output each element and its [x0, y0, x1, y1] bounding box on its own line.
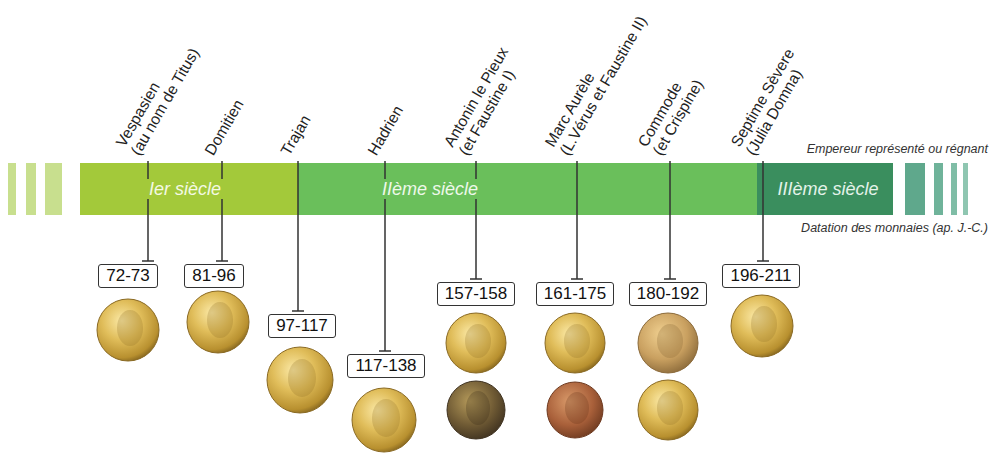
coin: [547, 382, 603, 438]
century-band: [757, 163, 893, 215]
coin-face: [352, 388, 416, 452]
century-label: Ier siècle: [147, 179, 223, 200]
date-box: 72-73: [98, 264, 157, 288]
coin: [731, 295, 793, 357]
coin-face: [731, 295, 793, 357]
coin-portrait: [564, 324, 590, 358]
date-box: 81-96: [184, 264, 243, 288]
century-band: Ier siècle: [80, 163, 298, 215]
century-band: [80, 163, 298, 215]
band-stripe: [8, 163, 16, 215]
coin: [447, 381, 505, 439]
coin-face: [638, 380, 698, 440]
leader-line: [216, 161, 228, 261]
coin-face: [447, 381, 505, 439]
emperor-label: Trajan: [277, 112, 313, 158]
emperor-label-group: Commode(et Crispine): [634, 68, 706, 158]
band-stripe: [963, 163, 968, 215]
century-band: [298, 163, 757, 215]
date-label: 157-158: [445, 284, 507, 304]
emperor-label-group: Hadrien: [364, 103, 406, 159]
band-stripe: [905, 163, 925, 215]
coin-portrait: [657, 324, 683, 358]
coin-face: [97, 299, 159, 361]
leader-line: [664, 161, 676, 279]
leader-line: [571, 161, 583, 279]
coin-portrait: [117, 310, 143, 346]
coin-portrait: [565, 392, 589, 424]
band-stripe: [45, 163, 62, 215]
coin: [545, 313, 605, 373]
emperor-label: Domitien: [201, 97, 246, 158]
coin-face: [446, 313, 506, 373]
century-band: IIème siècle: [298, 163, 757, 215]
coin: [638, 380, 698, 440]
coin-face: [267, 347, 333, 413]
century-band: IIIème siècle: [757, 163, 893, 215]
coin-portrait: [751, 306, 777, 342]
coin-portrait: [288, 359, 316, 397]
coin-portrait: [372, 399, 400, 437]
emperor-label-group: Septime Sèvere(Julia Domna): [727, 46, 812, 159]
coin: [97, 299, 159, 361]
coin-face: [187, 291, 249, 353]
emperor-label-group: Marc Aurèle(L.Vérus et Faustine II): [541, 5, 649, 159]
coin-portrait: [465, 324, 491, 358]
date-box: 97-117: [268, 314, 336, 338]
emperor-label-group: Trajan: [277, 112, 313, 158]
emperor-label-group: Vespasien(au nom de Titus): [112, 37, 202, 158]
century-label: IIIème siècle: [775, 179, 880, 200]
coin-face: [547, 382, 603, 438]
coin: [446, 313, 506, 373]
coin-face: [638, 313, 698, 373]
axis-note: Empereur représenté ou régnant: [807, 142, 988, 157]
date-box: 196-211: [722, 264, 799, 288]
date-label: 72-73: [106, 266, 149, 286]
coin-portrait: [466, 391, 490, 425]
coin-portrait: [657, 391, 683, 425]
date-label: 97-117: [276, 316, 328, 336]
band-stripe: [951, 163, 957, 215]
axis-note: Datation des monnaies (ap. J.-C.): [801, 221, 988, 236]
date-label: 81-96: [192, 266, 235, 286]
century-label: IIème siècle: [380, 179, 480, 200]
coin: [187, 291, 249, 353]
coin-face: [545, 313, 605, 373]
leader-line: [142, 161, 154, 261]
coin: [638, 313, 698, 373]
coin-portrait: [207, 302, 233, 338]
coin: [267, 347, 333, 413]
leader-line: [757, 161, 769, 261]
leader-line: [292, 161, 304, 311]
date-box: 180-192: [629, 282, 707, 306]
date-label: 196-211: [730, 266, 791, 286]
date-box: 117-138: [347, 354, 424, 378]
emperor-label-group: Domitien: [201, 97, 246, 158]
date-box: 157-158: [437, 282, 515, 306]
band-stripe: [26, 163, 36, 215]
emperor-label-group: Antonin le Pieux(et Faustine I): [440, 44, 526, 158]
date-label: 180-192: [637, 284, 699, 304]
band-stripe: [934, 163, 943, 215]
coin: [352, 388, 416, 452]
date-label: 161-175: [544, 284, 606, 304]
date-label: 117-138: [355, 356, 416, 376]
emperor-label: Hadrien: [364, 103, 406, 159]
date-box: 161-175: [536, 282, 614, 306]
